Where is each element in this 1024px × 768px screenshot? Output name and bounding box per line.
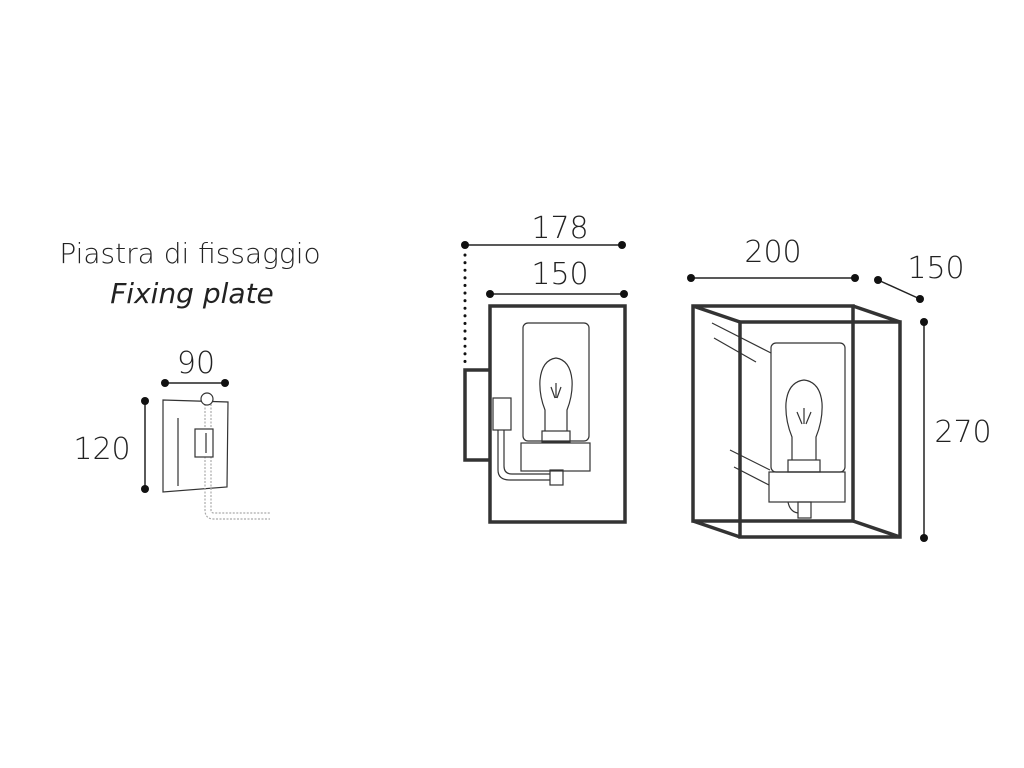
plate-height-label: 120: [73, 432, 130, 467]
plate-width-dimension-line: [161, 379, 229, 387]
body-depth-dimension-line: [486, 290, 628, 298]
fixing-plate-group: Piastra di fissaggio Fixing plate 90 120: [59, 237, 321, 520]
fixing-plate-drawing: [162, 392, 270, 520]
height-dimension-line: [920, 318, 928, 542]
height-label: 270: [934, 415, 991, 450]
plate-height-dimension-line: [141, 397, 149, 493]
side-view-lamp-drawing: [463, 304, 627, 524]
width-label: 200: [744, 235, 801, 270]
fixing-plate-title-en: Fixing plate: [110, 277, 274, 310]
total-depth-dimension-line: [461, 241, 626, 364]
width-dimension-line: [687, 274, 859, 282]
front-view-lamp-drawing: [691, 304, 902, 539]
fixing-plate-title-it: Piastra di fissaggio: [59, 237, 320, 270]
depth-dimension-line: [874, 276, 924, 303]
plate-width-label: 90: [177, 346, 215, 381]
front-view-group: 200 150 270: [687, 235, 992, 542]
side-view-group: 178 150: [461, 211, 628, 524]
body-depth-label: 150: [531, 257, 588, 292]
total-depth-label: 178: [531, 211, 588, 246]
depth-label: 150: [907, 251, 964, 286]
